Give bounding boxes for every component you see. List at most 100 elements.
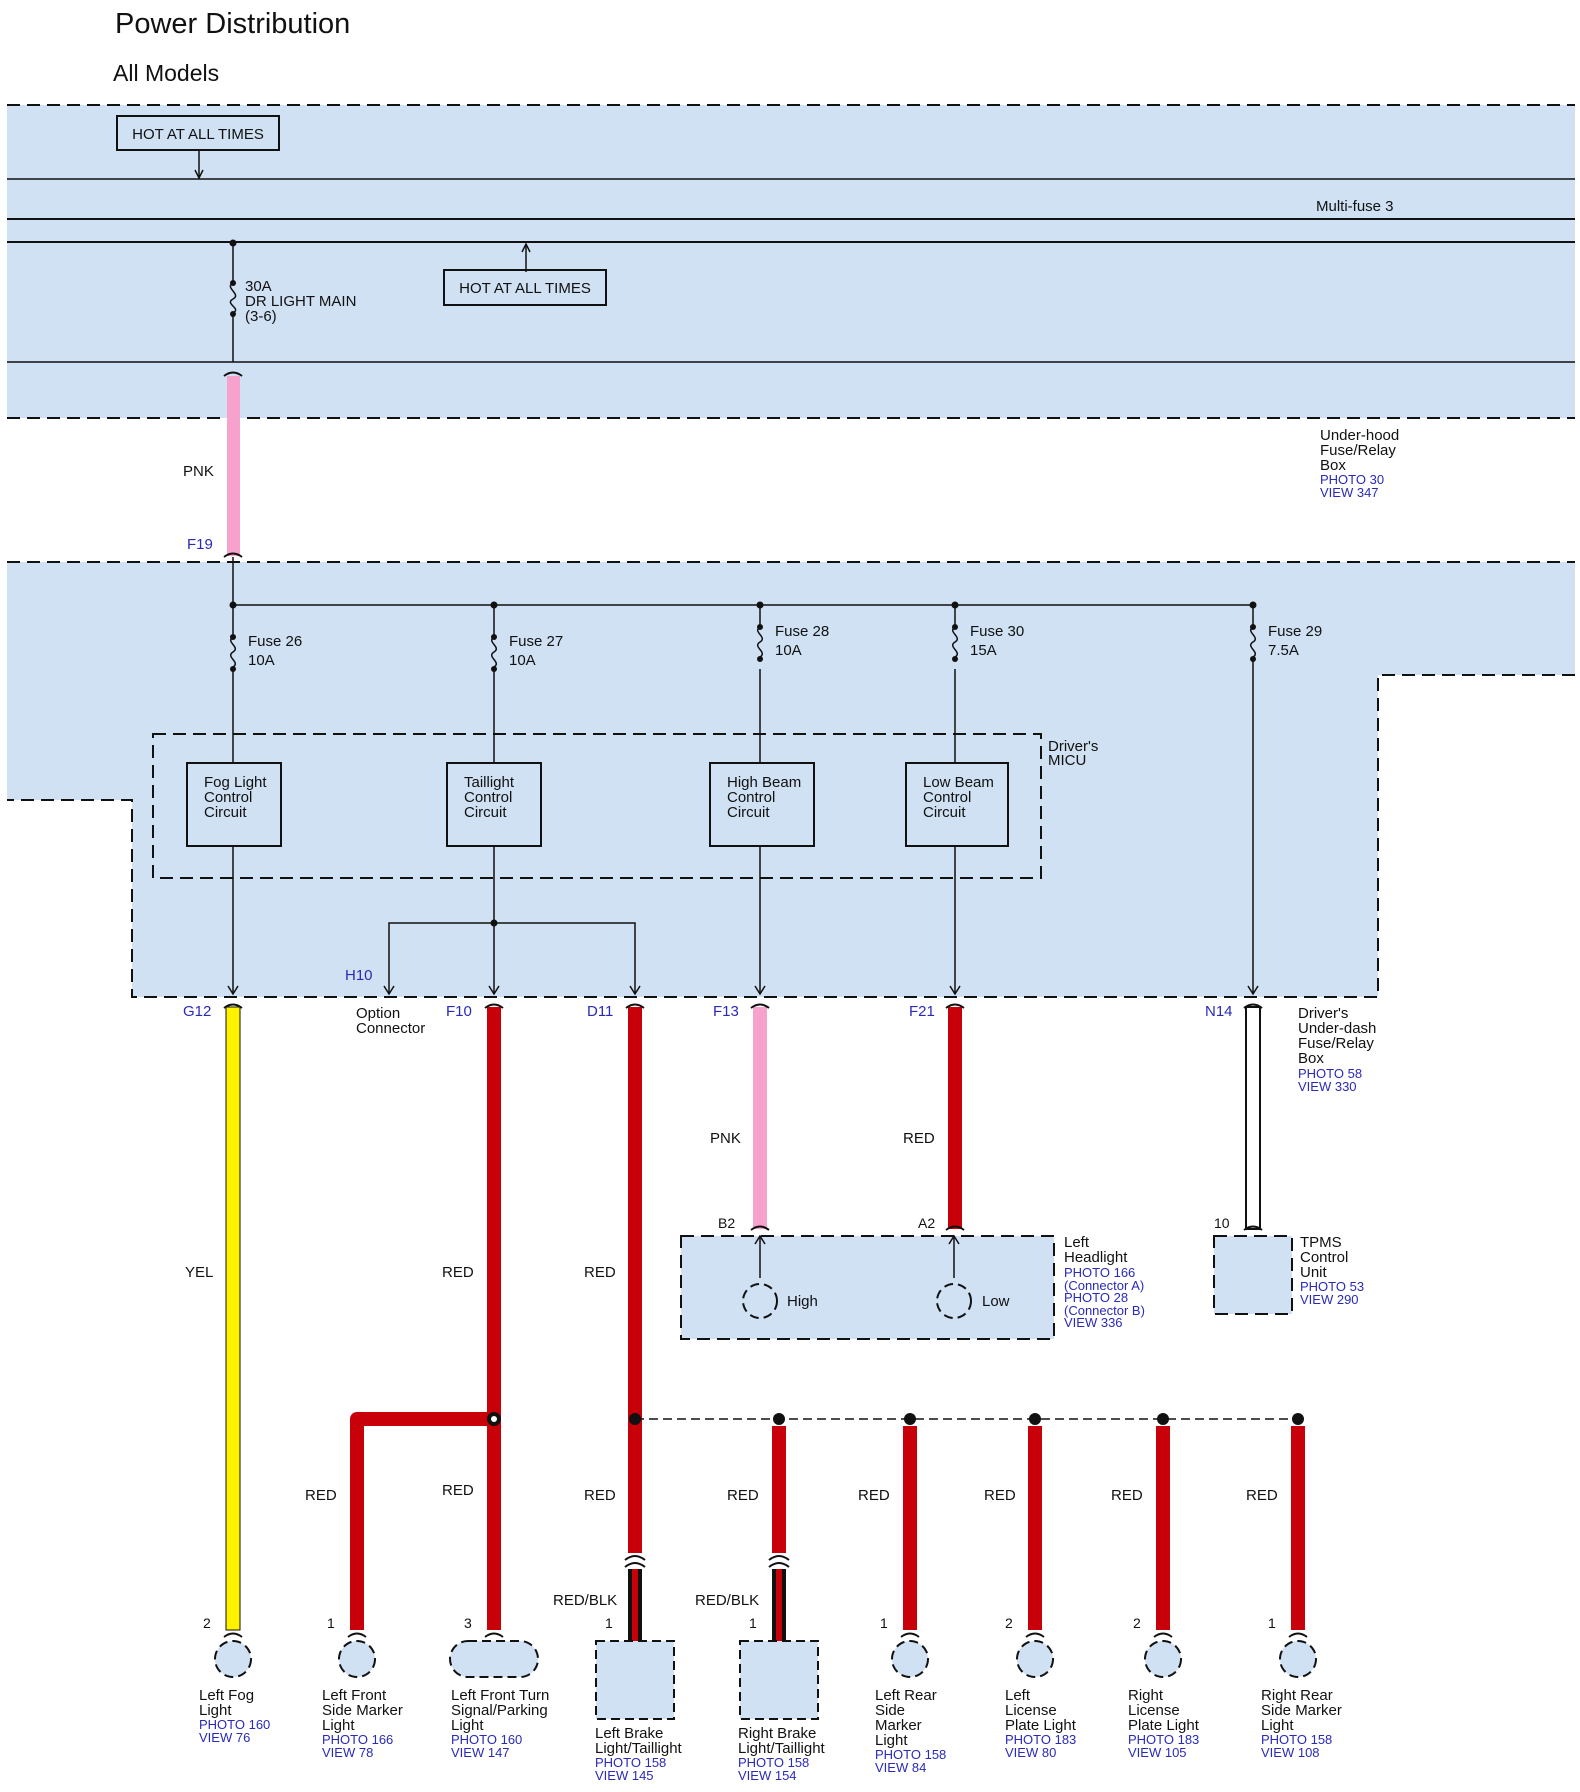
load-name: License bbox=[1128, 1702, 1180, 1719]
wht-wire-n14 bbox=[1245, 1006, 1261, 1230]
connector-cap bbox=[750, 1225, 770, 1231]
connector-cap bbox=[624, 1562, 646, 1568]
arrowhead-up bbox=[754, 1234, 766, 1245]
control-circuit-label: Control bbox=[923, 789, 971, 806]
red-branch-wire bbox=[903, 1426, 917, 1630]
underhood-photo-ref[interactable]: PHOTO 30 bbox=[1320, 472, 1384, 487]
load-view-ref[interactable]: VIEW 145 bbox=[595, 1768, 654, 1783]
load-name: Light bbox=[451, 1717, 484, 1734]
control-circuit-label: Circuit bbox=[464, 804, 507, 821]
connector-cap bbox=[223, 371, 243, 377]
tpms-pin: 10 bbox=[1214, 1215, 1230, 1231]
fuse-name: Fuse 30 bbox=[970, 623, 1024, 640]
control-circuit-box bbox=[186, 762, 282, 847]
fuse-terminal-dot bbox=[757, 656, 763, 662]
hot-at-all-times-label-top: HOT AT ALL TIMES bbox=[132, 126, 264, 143]
high-beam-bulb-icon bbox=[742, 1283, 778, 1319]
load-pin-number: 1 bbox=[749, 1615, 757, 1631]
connector-cap bbox=[1025, 1632, 1045, 1638]
underhood-box-name-3: Box bbox=[1320, 457, 1346, 474]
low-beam-bulb-icon bbox=[936, 1283, 972, 1319]
load-pin-number: 2 bbox=[1133, 1615, 1141, 1631]
load-view-ref[interactable]: VIEW 80 bbox=[1005, 1745, 1056, 1760]
load-photo-ref[interactable]: PHOTO 158 bbox=[1261, 1732, 1332, 1747]
red-branch-wire bbox=[772, 1426, 786, 1553]
load-view-ref[interactable]: VIEW 84 bbox=[875, 1760, 926, 1775]
micu-label-2: MICU bbox=[1048, 752, 1086, 769]
load-photo-ref[interactable]: PHOTO 166 bbox=[322, 1732, 393, 1747]
pin-g12: G12 bbox=[183, 1003, 211, 1020]
fuse-terminal-dot bbox=[952, 656, 958, 662]
load-photo-ref[interactable]: PHOTO 183 bbox=[1128, 1732, 1199, 1747]
load-view-ref[interactable]: VIEW 147 bbox=[451, 1745, 510, 1760]
load-photo-ref[interactable]: PHOTO 160 bbox=[199, 1717, 270, 1732]
arrowhead-down bbox=[754, 985, 766, 996]
arrowhead-down bbox=[488, 985, 500, 996]
underdash-box-name-1: Driver's bbox=[1298, 1005, 1348, 1022]
load-view-ref[interactable]: VIEW 78 bbox=[322, 1745, 373, 1760]
control-circuits: Fog LightControlCircuitTaillightControlC… bbox=[186, 669, 1009, 847]
bulb-icon bbox=[1279, 1640, 1317, 1678]
load-photo-ref[interactable]: PHOTO 158 bbox=[875, 1747, 946, 1762]
micu-label-1: Driver's bbox=[1048, 738, 1098, 755]
control-circuit-label: Control bbox=[204, 789, 252, 806]
headlight-photo-b[interactable]: PHOTO 28 bbox=[1064, 1290, 1128, 1305]
fuse-amperage: 10A bbox=[248, 652, 275, 669]
control-circuit-box bbox=[709, 762, 815, 847]
underdash-photo-ref[interactable]: PHOTO 58 bbox=[1298, 1066, 1362, 1081]
connector-cap bbox=[347, 1632, 367, 1638]
fuse-name: Fuse 29 bbox=[1268, 623, 1322, 640]
load-photo-ref[interactable]: PHOTO 158 bbox=[738, 1755, 809, 1770]
load-photo-ref[interactable]: PHOTO 183 bbox=[1005, 1732, 1076, 1747]
load-name: Side bbox=[875, 1702, 905, 1719]
load-name: Light bbox=[875, 1732, 908, 1749]
load-view-ref[interactable]: VIEW 105 bbox=[1128, 1745, 1187, 1760]
wire-color-red-left-rear-marker: RED bbox=[858, 1487, 890, 1504]
load-pin-number: 1 bbox=[880, 1615, 888, 1631]
wire-color-red-blk-left: RED/BLK bbox=[553, 1592, 617, 1609]
load-name: Side Marker bbox=[1261, 1702, 1342, 1719]
underdash-box-name-3: Fuse/Relay bbox=[1298, 1035, 1374, 1052]
fuse-icon bbox=[757, 626, 763, 658]
connector-cap bbox=[768, 1555, 790, 1561]
underdash-view-ref[interactable]: VIEW 330 bbox=[1298, 1079, 1357, 1094]
wire-color-red-blk-right: RED/BLK bbox=[695, 1592, 759, 1609]
tpms-photo-ref[interactable]: PHOTO 53 bbox=[1300, 1279, 1364, 1294]
fuse-30a-icon bbox=[229, 282, 237, 314]
underhood-view-ref[interactable]: VIEW 347 bbox=[1320, 485, 1379, 500]
bottom-wiring bbox=[350, 1412, 1305, 1641]
bulb-icon bbox=[1144, 1640, 1182, 1678]
headlight-name-1: Left bbox=[1064, 1234, 1090, 1251]
load-view-ref[interactable]: VIEW 76 bbox=[199, 1730, 250, 1745]
wire-color-red-f21: RED bbox=[903, 1130, 935, 1147]
control-circuit-label: High Beam bbox=[727, 774, 801, 791]
load-view-ref[interactable]: VIEW 154 bbox=[738, 1768, 797, 1783]
underhood-zone bbox=[7, 105, 1575, 418]
brake-light-assembly bbox=[739, 1640, 819, 1720]
splice-dot bbox=[1157, 1413, 1169, 1425]
load-photo-ref[interactable]: PHOTO 158 bbox=[595, 1755, 666, 1770]
underdash-box-name-4: Box bbox=[1298, 1050, 1324, 1067]
connector-cap bbox=[1153, 1632, 1173, 1638]
headlight-view[interactable]: VIEW 336 bbox=[1064, 1315, 1123, 1330]
load-name: Left Brake bbox=[595, 1725, 663, 1742]
fuse-amperage: 10A bbox=[509, 652, 536, 669]
tpms-view-ref[interactable]: VIEW 290 bbox=[1300, 1292, 1359, 1307]
load-pin-number: 2 bbox=[203, 1615, 211, 1631]
fuse-icon bbox=[952, 626, 958, 658]
load-view-ref[interactable]: VIEW 108 bbox=[1261, 1745, 1320, 1760]
headlight-pin-b2: B2 bbox=[718, 1215, 735, 1231]
fuse-icon bbox=[1250, 626, 1256, 658]
arrowhead-up bbox=[948, 1234, 960, 1245]
pin-f21: F21 bbox=[909, 1003, 935, 1020]
bulb-icon bbox=[338, 1640, 376, 1678]
pin-d11: D11 bbox=[587, 1003, 613, 1020]
brake-light-assembly bbox=[595, 1640, 675, 1720]
control-circuit-label: Circuit bbox=[727, 804, 770, 821]
load-photo-ref[interactable]: PHOTO 160 bbox=[451, 1732, 522, 1747]
pin-f13: F13 bbox=[713, 1003, 739, 1020]
yel-wire bbox=[225, 1006, 241, 1631]
headlight-photo-a[interactable]: PHOTO 166 bbox=[1064, 1265, 1135, 1280]
